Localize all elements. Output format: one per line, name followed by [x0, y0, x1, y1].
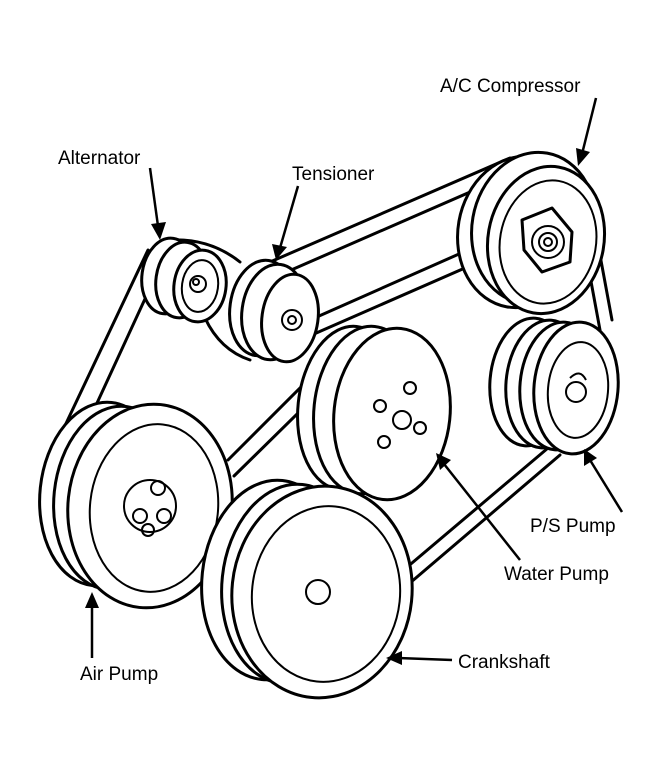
label-water-pump: Water Pump: [504, 564, 609, 585]
label-air-pump: Air Pump: [80, 664, 158, 685]
crankshaft-pulley: [200, 478, 414, 700]
ac-compressor-pulley: [456, 150, 607, 316]
label-tensioner: Tensioner: [292, 164, 375, 185]
leader-lines: [85, 97, 624, 665]
label-crankshaft: Crankshaft: [458, 652, 551, 673]
label-alternator: Alternator: [58, 148, 141, 169]
alternator-pulley: [140, 236, 228, 324]
label-ps-pump: P/S Pump: [530, 516, 616, 537]
air-pump-pulley: [38, 400, 234, 610]
water-pump-pulley: [296, 324, 452, 502]
label-ac-compressor: A/C Compressor: [440, 76, 581, 97]
tensioner-pulley: [228, 258, 320, 364]
ps-pump-pulley: [488, 316, 620, 456]
